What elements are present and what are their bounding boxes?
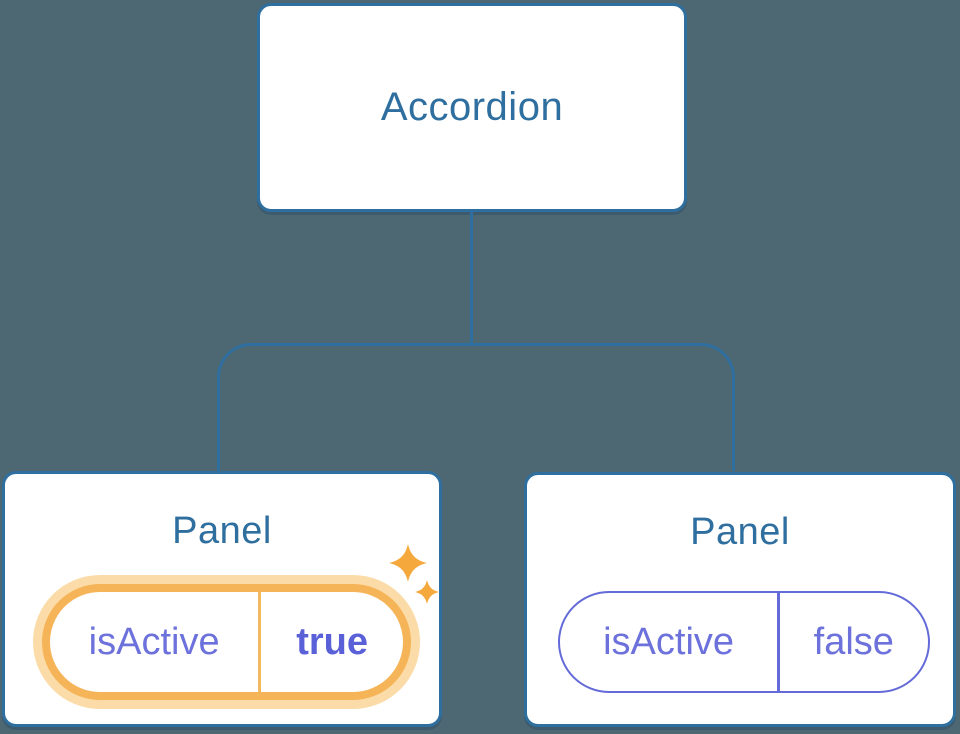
state-pill-divider [258, 592, 262, 692]
panel-node-title: Panel [690, 511, 790, 553]
tree-edge-bracket [217, 343, 735, 471]
state-name-label: isActive [603, 620, 735, 663]
state-pill-divider [777, 593, 780, 691]
accordion-node: Accordion [257, 3, 687, 212]
sparkle-icon-small [415, 580, 439, 604]
tree-edge-stem [470, 211, 473, 345]
sparkle-icon-large [389, 544, 427, 582]
accordion-node-label: Accordion [380, 85, 564, 129]
state-value-label: true [296, 620, 369, 663]
panel-node-inactive: Panel isActive false [524, 472, 956, 727]
panel-node-title: Panel [172, 510, 272, 552]
state-pill-active: isActive true [42, 584, 411, 700]
panel-node-active: Panel isActive true [2, 471, 442, 727]
state-pill-inactive: isActive false [558, 591, 930, 693]
state-name-label: isActive [88, 620, 220, 663]
state-value-label: false [813, 620, 894, 663]
